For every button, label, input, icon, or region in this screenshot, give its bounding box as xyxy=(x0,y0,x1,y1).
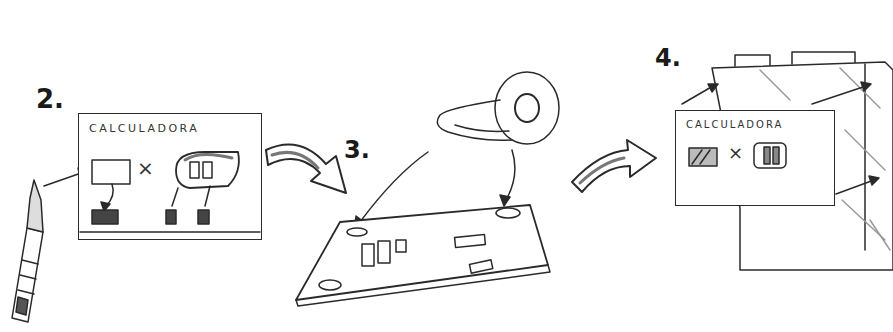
leader-line xyxy=(506,150,515,200)
cut-slot xyxy=(190,162,199,178)
pointer-head xyxy=(708,84,718,92)
board xyxy=(296,205,548,300)
tape-piece xyxy=(496,208,520,218)
knife-grip-line xyxy=(22,260,38,264)
board-edge xyxy=(296,265,550,306)
cut-piece xyxy=(362,244,374,266)
tape-core xyxy=(515,94,539,122)
operator-sign: × xyxy=(728,142,743,163)
cut-piece xyxy=(378,241,390,263)
cut-piece xyxy=(198,210,209,224)
card-box: CALCULADORA × xyxy=(675,110,835,206)
pointer-head xyxy=(861,82,871,91)
cut-piece xyxy=(455,234,486,247)
hatched-piece xyxy=(689,148,717,166)
cut-slot xyxy=(764,147,770,164)
cut-slot xyxy=(203,162,212,178)
hatch-line xyxy=(845,130,885,170)
leader-line xyxy=(360,152,428,222)
hatch-line xyxy=(870,220,890,250)
box-flap xyxy=(735,55,770,66)
step-number: 4. xyxy=(655,44,681,72)
cut-piece xyxy=(396,240,406,252)
cut-piece xyxy=(92,210,118,224)
hatch-line xyxy=(840,68,880,108)
hatch-line xyxy=(842,200,885,240)
hatch-line xyxy=(700,150,710,164)
pointer-line xyxy=(836,180,874,194)
pointer-head xyxy=(869,176,879,185)
tape-piece xyxy=(347,228,367,236)
knife-blade xyxy=(27,180,43,232)
tape-roll xyxy=(495,72,559,144)
knife-handle xyxy=(12,228,43,322)
cut-piece xyxy=(166,210,176,224)
card-title: CALCULADORA xyxy=(89,122,199,135)
knife-grip-line xyxy=(18,290,34,294)
step-number: 3. xyxy=(344,136,370,164)
hatch-line xyxy=(692,150,702,164)
leader-head xyxy=(500,195,510,206)
step-arrow-shade xyxy=(580,158,624,183)
cut-outline xyxy=(176,152,239,188)
cut-slot xyxy=(773,147,779,164)
cut-arrow xyxy=(205,186,210,206)
tape-strip xyxy=(455,125,509,131)
slot-piece xyxy=(754,143,786,168)
cut-shade xyxy=(185,154,232,160)
pointer-line xyxy=(682,86,713,104)
card-line xyxy=(80,231,260,233)
operator-sign: × xyxy=(137,156,154,180)
hatch-line xyxy=(760,70,790,100)
leader-head xyxy=(355,216,364,228)
box-edge xyxy=(864,64,866,250)
box-flap xyxy=(792,52,855,64)
knife-grip-line xyxy=(20,275,36,279)
cut-outline xyxy=(92,160,130,184)
tape-strip xyxy=(437,100,512,140)
cut-arrow xyxy=(106,184,113,206)
step-arrow xyxy=(572,140,656,192)
step-arrow-shade xyxy=(272,152,318,168)
tape-piece xyxy=(469,260,492,273)
step-arrow xyxy=(266,144,346,193)
pointer-line xyxy=(812,86,866,104)
cut-arrow-head xyxy=(101,202,110,211)
tape-piece xyxy=(319,280,341,290)
card-title: CALCULADORA xyxy=(686,119,783,130)
knife-grip-fill xyxy=(16,297,28,315)
step-number: 2. xyxy=(36,84,64,114)
cut-arrow xyxy=(172,188,178,206)
card-box: CALCULADORA × xyxy=(78,113,262,240)
